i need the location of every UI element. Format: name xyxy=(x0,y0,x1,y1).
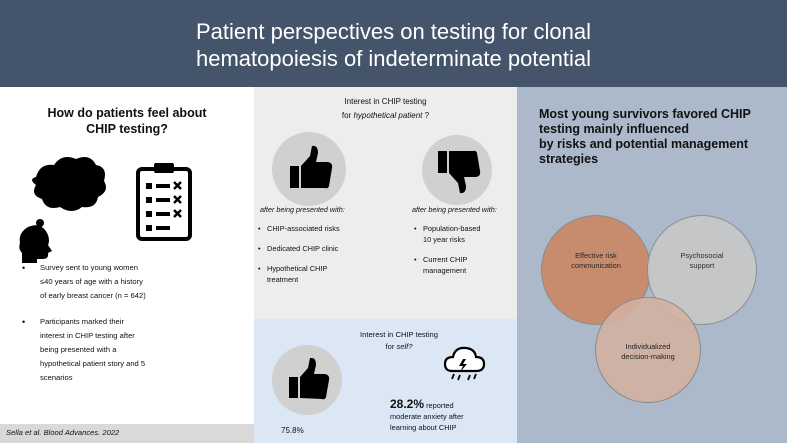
survey-bullets: Survey sent to young women ≤40 years of … xyxy=(22,261,250,397)
positive-subtitle: after being presented with: xyxy=(260,205,345,214)
negative-subtitle: after being presented with: xyxy=(412,205,497,214)
clipboard-checklist-icon xyxy=(136,163,192,241)
item-line: Population-based xyxy=(423,224,481,233)
self-title-prefix: for xyxy=(385,342,397,351)
anxiety-text: moderate anxiety after xyxy=(390,412,464,421)
bullet-text: interest in CHIP testing after xyxy=(40,331,135,340)
hypothetical-panel: Interest in CHIP testing for hypothetica… xyxy=(254,87,517,319)
citation: Sella et al. Blood Advances. 2022 xyxy=(0,424,254,443)
bullet-text: Participants marked their xyxy=(40,317,124,326)
bullet-survey: Survey sent to young women ≤40 years of … xyxy=(22,261,250,303)
left-icons xyxy=(14,155,240,265)
title-line-2: hematopoiesis of indeterminate potential xyxy=(195,45,592,71)
bullet-text: hypothetical patient story and 5 xyxy=(40,359,146,368)
positive-item: Hypothetical CHIP treatment xyxy=(258,263,398,285)
self-thumbs-up-circle xyxy=(272,345,342,415)
item-line: Hypothetical CHIP xyxy=(267,264,328,273)
right-headline: Most young survivors favored CHIP testin… xyxy=(539,107,769,167)
venn-label: decision-making xyxy=(621,352,675,361)
venn-label: Psychosocial xyxy=(680,251,724,260)
bullet-text: Survey sent to young women xyxy=(40,263,138,272)
venn-label: Effective risk xyxy=(575,251,617,260)
left-panel: How do patients feel about CHIP testing? xyxy=(0,87,254,443)
question-line-2: CHIP testing? xyxy=(86,122,168,136)
positive-list: CHIP-associated risks Dedicated CHIP cli… xyxy=(258,223,398,294)
positive-item: Dedicated CHIP clinic xyxy=(258,243,398,254)
thumbs-up-icon xyxy=(289,357,330,400)
self-positive-pct: 75.8% xyxy=(281,426,304,435)
hypo-title-prefix: for xyxy=(341,111,354,120)
header-banner: Patient perspectives on testing for clon… xyxy=(0,0,787,87)
item-line: management xyxy=(423,266,467,275)
item-line: treatment xyxy=(267,275,299,284)
headline-line: by risks and potential management xyxy=(539,137,749,151)
thumbs-up-icon xyxy=(290,145,333,189)
thumbs-down-icon xyxy=(438,150,481,194)
venn-label: Individualized xyxy=(625,342,671,351)
bullet-text: being presented with a xyxy=(40,345,117,354)
right-panel: Most young survivors favored CHIP testin… xyxy=(517,87,787,443)
headline-line: strategies xyxy=(539,152,599,166)
anxiety-pct: 28.2% xyxy=(390,397,425,411)
page-title: Patient perspectives on testing for clon… xyxy=(196,16,591,72)
thinking-head-icon xyxy=(19,157,106,263)
item-line: Current CHIP xyxy=(423,255,468,264)
item-line: 10 year risks xyxy=(423,235,465,244)
hypo-title-suffix: ? xyxy=(422,111,430,120)
self-title: Interest in CHIP testing for self? xyxy=(324,329,474,353)
positive-item: CHIP-associated risks xyxy=(258,223,398,234)
headline-line: testing mainly influenced xyxy=(539,122,690,136)
self-title-italic: self? xyxy=(396,342,413,351)
thumbs-down-circle xyxy=(422,135,492,205)
bullet-text: scenarios xyxy=(40,373,73,382)
hypo-title-italic: hypothetical patient xyxy=(353,111,423,120)
self-panel: Interest in CHIP testing for self? 75.8%… xyxy=(254,319,517,443)
hypo-title-1: Interest in CHIP testing xyxy=(344,97,427,106)
negative-list: Population-based 10 year risks Current CH… xyxy=(414,223,514,285)
left-question: How do patients feel about CHIP testing? xyxy=(20,105,234,137)
negative-item: Population-based 10 year risks xyxy=(414,223,514,245)
citation-text: Sella et al. Blood Advances. 2022 xyxy=(6,428,120,437)
question-line-1: How do patients feel about xyxy=(47,106,207,120)
venn-label: support xyxy=(689,261,715,270)
storm-cloud-icon xyxy=(443,343,487,383)
negative-item: Current CHIP management xyxy=(414,254,514,276)
hypothetical-title: Interest in CHIP testing for hypothetica… xyxy=(254,95,517,123)
self-title-1: Interest in CHIP testing xyxy=(360,330,438,339)
anxiety-text: learning about CHIP xyxy=(390,423,457,432)
anxiety-text: reported xyxy=(426,401,454,410)
bullet-text: of early breast cancer (n = 642) xyxy=(40,291,146,300)
title-line-1: Patient perspectives on testing for clon… xyxy=(195,18,591,44)
anxiety-stat: 28.2% reported moderate anxiety after le… xyxy=(390,397,515,433)
bullet-participants: Participants marked their interest in CH… xyxy=(22,315,250,385)
headline-line: Most young survivors favored CHIP xyxy=(539,107,751,121)
venn-label: communication xyxy=(571,261,621,270)
thumbs-up-circle xyxy=(272,132,346,206)
bullet-text: ≤40 years of age with a history xyxy=(40,277,143,286)
